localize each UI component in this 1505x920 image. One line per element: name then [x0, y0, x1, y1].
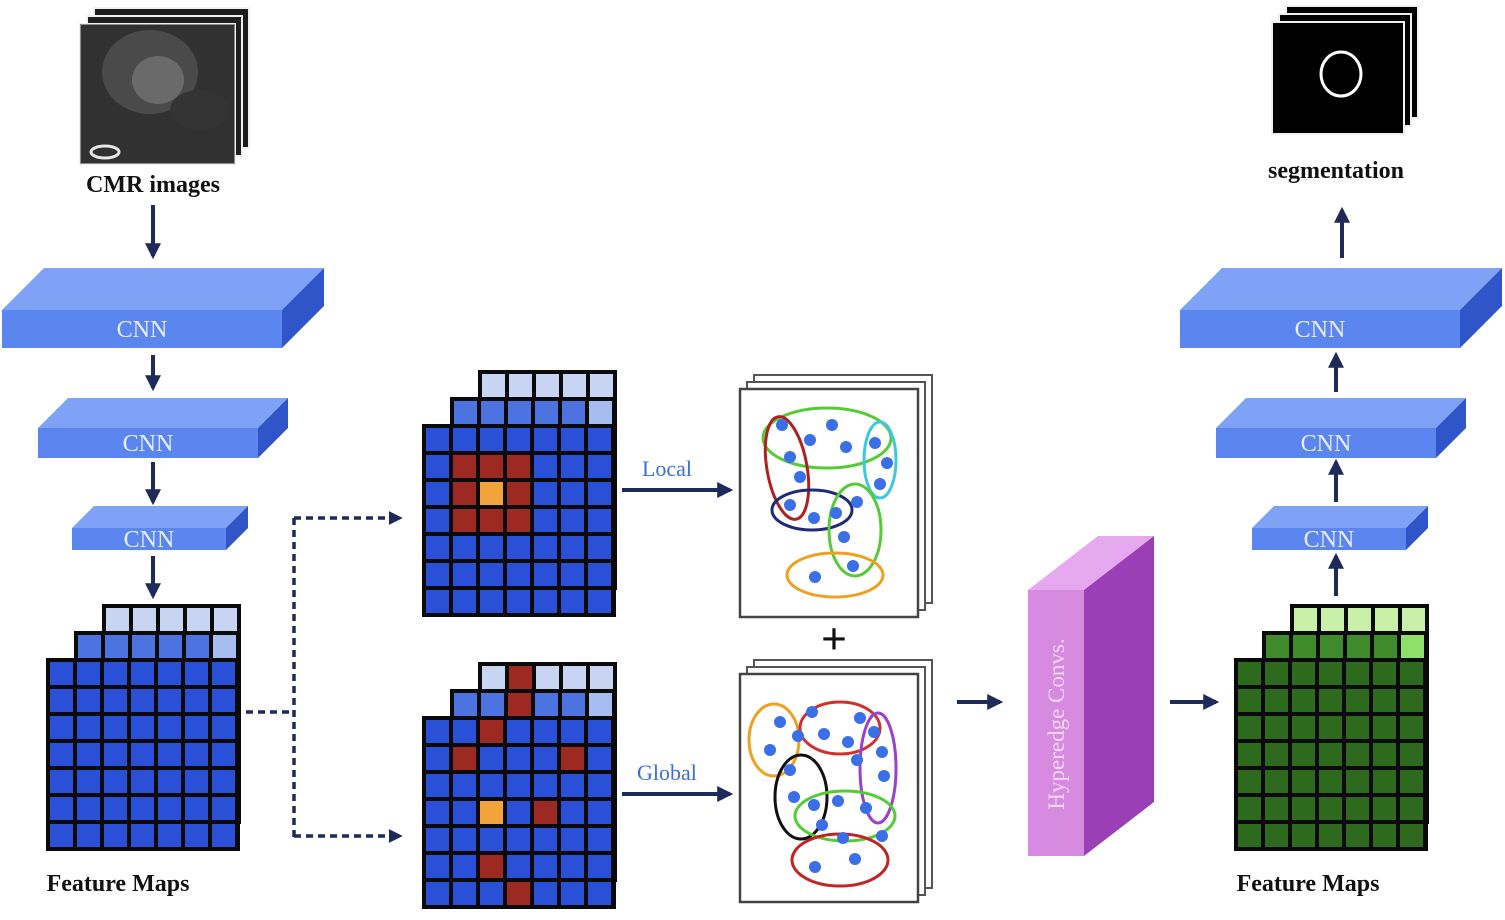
cnn-decoder-layer-1: CNN — [1180, 268, 1502, 348]
cnn-label: CNN — [1301, 431, 1352, 457]
global-hypergraph-panel — [738, 659, 933, 904]
cnn-label: CNN — [1295, 317, 1346, 343]
plus-sign: + — [821, 613, 847, 664]
feature-map-grids — [46, 370, 1429, 909]
cnn-layer-3: CNN — [72, 506, 248, 553]
global-hypergraph-nodes — [764, 706, 890, 873]
feature-maps-label-right: Feature Maps — [1237, 871, 1380, 897]
cmr-images-label: CMR images — [86, 172, 220, 198]
feature-maps-right — [1234, 604, 1429, 851]
cnn-label: CNN — [124, 527, 175, 553]
global-label: Global — [637, 760, 697, 785]
local-feature-grid-front — [422, 424, 615, 617]
local-hypergraph-panel — [738, 374, 933, 619]
local-hypergraph-nodes — [776, 419, 893, 583]
cnn-decoder-layer-2: CNN — [1216, 398, 1466, 458]
global-feature-grid — [422, 662, 617, 909]
local-feature-grid — [422, 370, 617, 617]
cnn-decoder-layer-3: CNN — [1252, 506, 1428, 553]
feature-maps-left-front — [46, 658, 239, 851]
dashed-split-connector — [246, 511, 403, 843]
global-feature-grid-front — [422, 716, 615, 909]
hypergraph-arrows — [622, 482, 1220, 802]
cnn-label: CNN — [123, 431, 174, 457]
segmentation-label: segmentation — [1268, 158, 1404, 184]
hyperedge-convs-block — [1028, 536, 1154, 856]
decoder-arrows — [1328, 206, 1350, 596]
cnn-encoder: CNN CNN CNN — [2, 268, 324, 553]
cnn-label: CNN — [1304, 527, 1355, 553]
cnn-label: CNN — [117, 317, 168, 343]
cnn-layer-1: CNN — [2, 268, 324, 348]
segmentation-stack — [1271, 5, 1419, 135]
feature-maps-left — [46, 604, 241, 851]
feature-maps-right-front — [1234, 658, 1427, 851]
feature-maps-label-left: Feature Maps — [47, 871, 190, 897]
cnn-layer-2: CNN — [38, 398, 288, 458]
hyperedge-convs-label: Hyperedge Convs. — [1044, 638, 1069, 809]
cmr-image-stack — [79, 7, 250, 165]
local-label: Local — [642, 456, 692, 481]
cnn-decoder: CNN CNN CNN — [1180, 268, 1502, 553]
